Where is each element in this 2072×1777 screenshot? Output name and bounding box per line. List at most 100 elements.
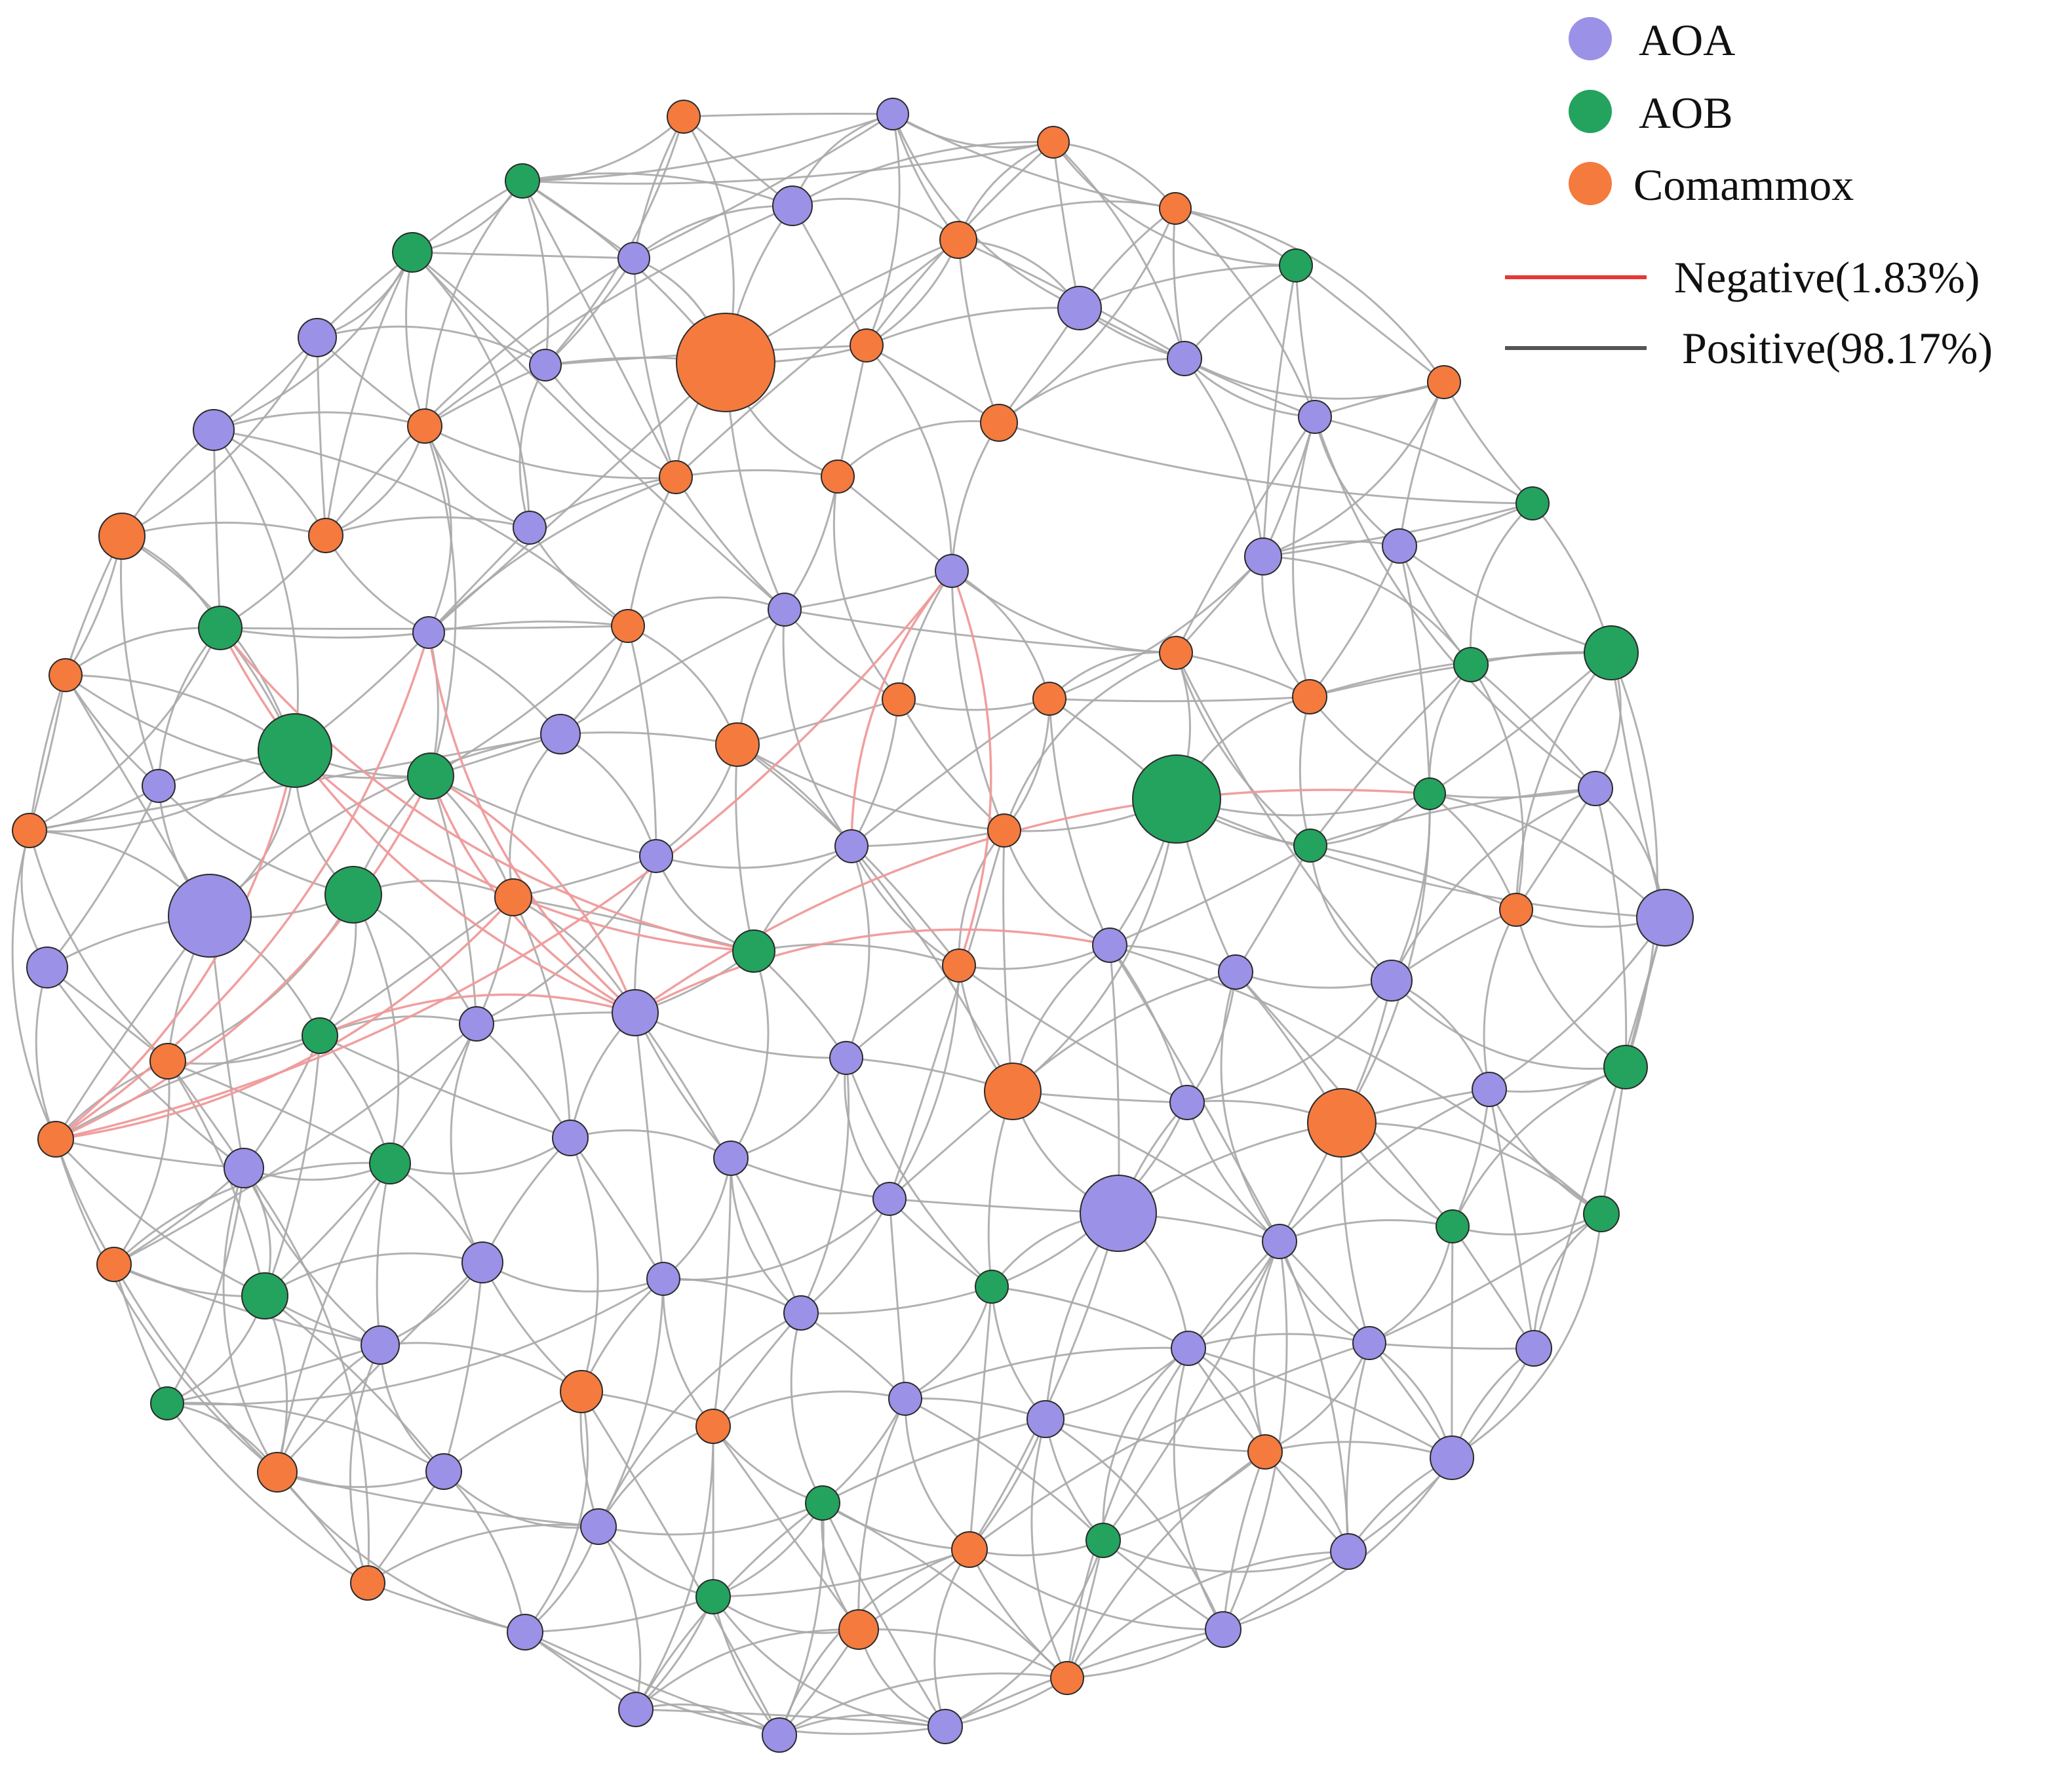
positive-edge xyxy=(1052,142,1297,267)
positive-edge xyxy=(212,429,299,751)
comammox-node xyxy=(37,1121,74,1158)
positive-edge xyxy=(54,1138,265,1297)
comammox-node xyxy=(1499,893,1533,927)
positive-edge xyxy=(713,1390,906,1428)
aob-node xyxy=(695,1579,731,1614)
positive-edge xyxy=(897,570,953,700)
positive-edge xyxy=(958,944,1110,970)
positive-edge xyxy=(1308,696,1430,795)
positive-edge xyxy=(166,1344,381,1405)
positive-edge xyxy=(1346,1342,1371,1552)
positive-edge xyxy=(1188,1333,1370,1350)
positive-edge xyxy=(712,1312,802,1427)
aoa-node xyxy=(783,1295,819,1331)
positive-edge xyxy=(1429,792,1517,910)
positive-edge xyxy=(1175,207,1445,383)
positive-edge xyxy=(713,1502,824,1598)
positive-edge xyxy=(65,674,431,779)
aoa-node xyxy=(928,1709,963,1744)
aoa-node xyxy=(425,1453,462,1490)
positive-edge xyxy=(597,1526,714,1598)
positive-edge xyxy=(1066,1240,1281,1679)
positive-edge xyxy=(1600,1066,1627,1215)
positive-edge xyxy=(737,743,853,847)
positive-edge xyxy=(157,627,222,787)
positive-edge xyxy=(821,1502,947,1727)
positive-edge xyxy=(712,1158,732,1427)
positive-edge xyxy=(850,846,960,967)
positive-edge xyxy=(951,570,1177,654)
aoa-node xyxy=(1244,537,1282,576)
positive-edge xyxy=(1398,381,1445,547)
positive-edge xyxy=(481,1137,572,1263)
aob-node xyxy=(1132,754,1221,844)
positive-edge xyxy=(1066,1451,1266,1679)
positive-edge xyxy=(1235,971,1392,989)
positive-edge xyxy=(1310,792,1431,847)
positive-edge xyxy=(1109,844,1311,947)
positive-edge xyxy=(627,625,739,745)
positive-edge xyxy=(998,357,1185,424)
positive-edge xyxy=(277,1471,599,1528)
positive-edge xyxy=(1470,664,1524,910)
positive-edge xyxy=(1175,652,1393,981)
positive-edge xyxy=(1309,663,1472,698)
aoa-node xyxy=(459,1006,494,1042)
positive-edge xyxy=(276,1472,526,1633)
positive-edge xyxy=(730,1157,890,1200)
aoa-node xyxy=(834,829,869,863)
positive-edge xyxy=(800,1285,992,1315)
aob-node xyxy=(505,163,540,199)
positive-edge xyxy=(635,1011,847,1059)
positive-edge xyxy=(28,674,67,831)
positive-edge xyxy=(208,733,561,917)
positive-edge xyxy=(683,113,893,118)
positive-edge xyxy=(892,113,1176,210)
positive-edge xyxy=(1003,652,1177,831)
negative-edge xyxy=(430,775,636,1013)
positive-edge xyxy=(635,1703,780,1736)
positive-edge xyxy=(1390,979,1626,1070)
comammox-node xyxy=(1037,126,1070,159)
positive-edge xyxy=(1048,651,1177,700)
positive-edge xyxy=(1186,980,1393,1104)
negative-edge xyxy=(850,570,953,847)
positive-edge xyxy=(1399,545,1612,654)
positive-edge xyxy=(791,205,868,346)
nodes-layer xyxy=(12,98,1694,1753)
positive-edge xyxy=(220,627,429,639)
comammox-node xyxy=(667,100,701,134)
negative-edge xyxy=(635,928,1110,1014)
positive-edge xyxy=(64,674,211,916)
positive-edge xyxy=(1103,1539,1224,1631)
positive-edge xyxy=(663,1278,802,1314)
negative-edge xyxy=(55,632,430,1141)
positive-edge xyxy=(443,1390,582,1473)
positive-edge xyxy=(1002,830,1014,1092)
positive-edge xyxy=(113,1167,245,1266)
positive-edge xyxy=(712,1596,946,1728)
comammox-node xyxy=(257,1452,298,1493)
comammox-node xyxy=(980,404,1018,442)
positive-edge xyxy=(1262,381,1445,558)
positive-edge xyxy=(832,476,900,700)
comammox-node xyxy=(308,518,343,553)
positive-edge xyxy=(633,113,893,260)
positive-edge xyxy=(713,1595,859,1634)
positive-edge xyxy=(11,830,57,1140)
positive-edge xyxy=(1003,830,1110,947)
positive-edge xyxy=(113,1264,279,1474)
positive-edge xyxy=(845,1057,993,1288)
positive-edge xyxy=(846,964,960,1059)
positive-edge xyxy=(121,337,319,537)
positive-edge xyxy=(560,731,738,746)
positive-edge xyxy=(412,251,546,366)
aob-node xyxy=(1603,1045,1648,1089)
positive-edge xyxy=(1175,207,1297,267)
positive-edge xyxy=(865,345,953,572)
aoa-node xyxy=(142,769,176,803)
positive-edge xyxy=(482,1261,664,1293)
positive-edge xyxy=(888,1198,992,1288)
comammox-node xyxy=(1427,365,1461,399)
comammox-node xyxy=(838,1609,879,1650)
